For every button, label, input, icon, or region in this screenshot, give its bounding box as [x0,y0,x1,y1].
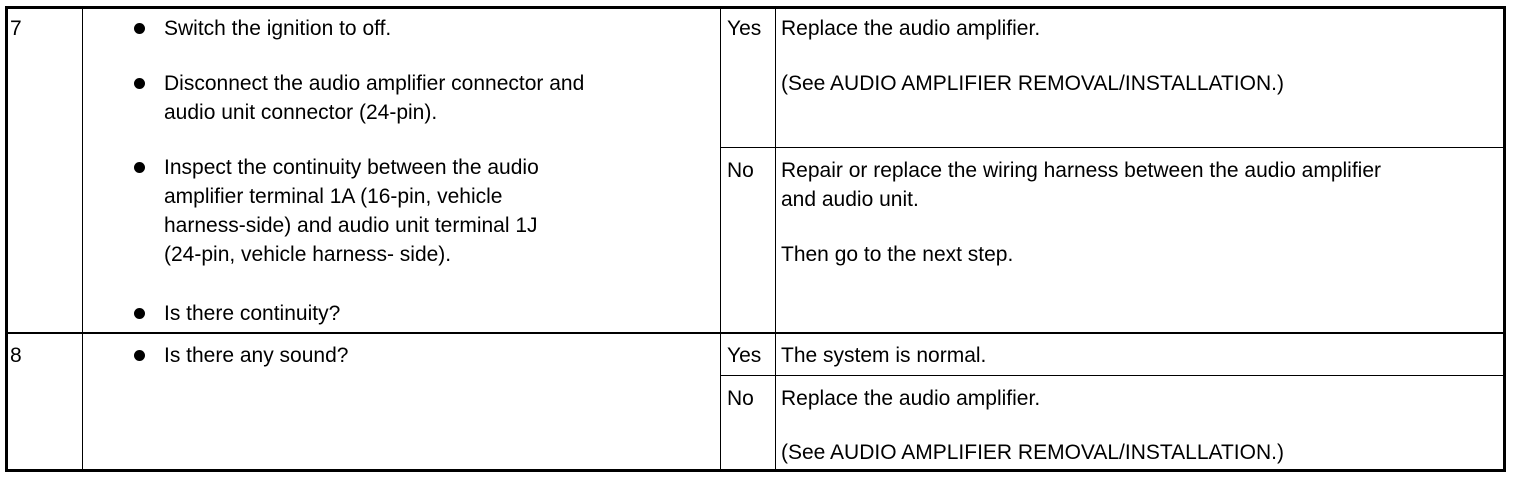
inspection-line: Is there continuity? [164,302,341,325]
action-line: and audio unit. [781,188,919,211]
action-line: (See AUDIO AMPLIFIER REMOVAL/INSTALLATIO… [781,72,1284,95]
answer-yes: Yes [727,344,762,367]
column-divider-step [82,8,83,472]
column-divider-answer [775,8,776,472]
bullet-icon [134,350,145,361]
troubleshooting-table [5,6,1506,472]
bullet-icon [134,308,145,319]
inspection-line: Switch the ignition to off. [164,17,392,40]
bullet-icon [134,23,145,34]
action-line: Then go to the next step. [781,243,1014,266]
action-line: Replace the audio amplifier. [781,387,1041,410]
answer-no: No [727,159,754,182]
row-divider [5,332,1506,334]
bullet-icon [134,162,145,173]
inspection-line: Disconnect the audio amplifier connector… [164,72,585,95]
answer-yes: Yes [727,17,762,40]
action-line: Repair or replace the wiring harness bet… [781,159,1381,182]
action-line: Replace the audio amplifier. [781,17,1041,40]
answer-no: No [727,387,754,410]
inspection-line: audio unit connector (24-pin). [164,101,438,124]
action-line: The system is normal. [781,344,987,367]
step-number: 8 [10,344,22,367]
inspection-line: harness-side) and audio unit terminal 1J [164,214,538,237]
action-line: (See AUDIO AMPLIFIER REMOVAL/INSTALLATIO… [781,441,1284,464]
row7-result-divider [720,147,1505,148]
inspection-line: Is there any sound? [164,344,349,367]
column-divider-inspection [720,8,721,472]
bullet-icon [134,78,145,89]
inspection-line: (24-pin, vehicle harness- side). [164,243,452,266]
inspection-line: Inspect the continuity between the audio [164,156,539,179]
step-number: 7 [10,17,22,40]
row8-result-divider [720,375,1505,376]
inspection-line: amplifier terminal 1A (16-pin, vehicle [164,185,503,208]
